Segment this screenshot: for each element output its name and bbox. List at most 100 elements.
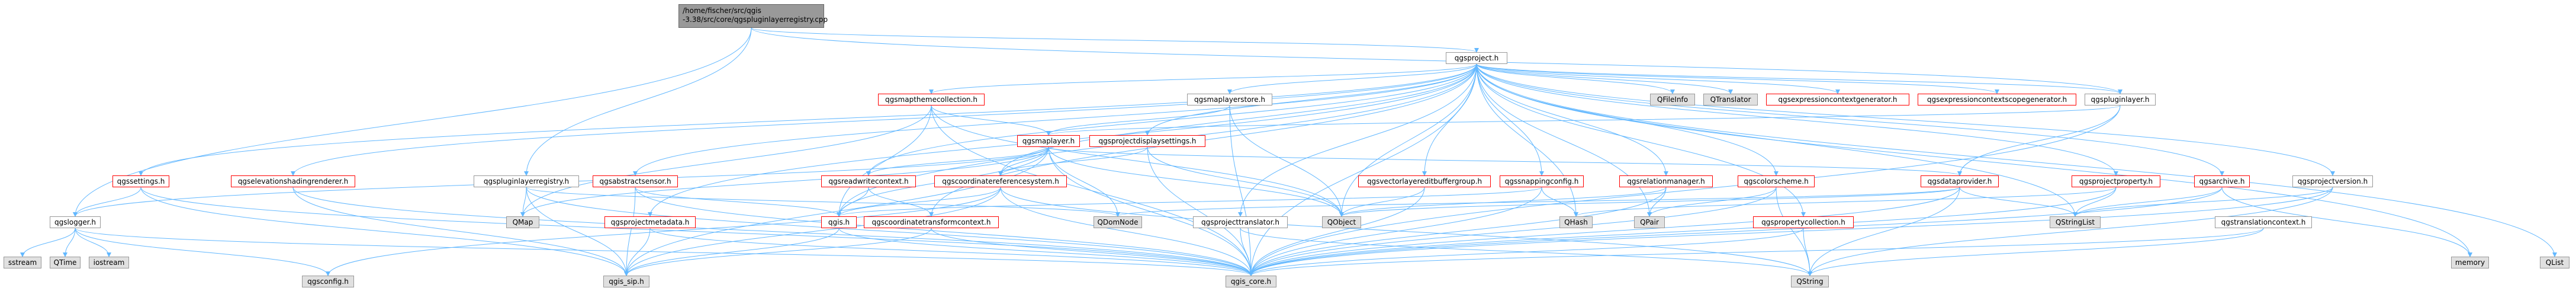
node-qgspropertycollection-h[interactable]: qgspropertycollection.h (1753, 216, 1854, 228)
edge-qgscolorscheme_h-to-qpair (1647, 187, 1777, 217)
node-qdomnode[interactable]: QDomNode (1094, 216, 1142, 228)
node-qtranslator[interactable]: QTranslator (1703, 94, 1758, 105)
edge-qgsrelationmanager_h-to-qobject (1339, 187, 1667, 217)
node-qpair[interactable]: QPair (1634, 216, 1665, 228)
edge-qgsmaplayer_h-to-qgis_core_h (1048, 146, 1253, 276)
node-sstream[interactable]: sstream (4, 257, 41, 268)
node-qgis-sip-h[interactable]: qgis_sip.h (603, 276, 649, 287)
edge-qgsvectorlayereditbuffergroup_h-to-qobject (1339, 187, 1425, 217)
node-qgsabstractsensor-h[interactable]: qgsabstractsensor.h (593, 175, 678, 187)
edge-qgsprojectproperty_h-to-qhash (1574, 187, 2117, 217)
edge-qgssettings_h-to-qgis_core_h (140, 187, 1253, 276)
node-qgsproject-h[interactable]: qgsproject.h (1446, 52, 1507, 64)
node-qhash[interactable]: QHash (1559, 216, 1593, 228)
node-qgstranslationcontext-h[interactable]: qgstranslationcontext.h (2215, 216, 2312, 228)
node-qgsarchive-h[interactable]: qgsarchive.h (2194, 175, 2250, 187)
node-qgssnappingconfig-h[interactable]: qgssnappingconfig.h (1500, 175, 1584, 187)
edge-qgsproject_h-to-qgsexpressioncontextscopegenerator_h (1476, 63, 1999, 94)
edge-qgsreadwritecontext_h-to-qgscoordinatetransformcontext_h (868, 187, 934, 217)
edge-qgsmaplayer_h-to-qgsreadwritecontext_h (866, 146, 1049, 176)
edge-qgscoordinatereferencesystem_h-to-qgis_h (837, 187, 1001, 217)
edge-qgsproject_h-to-qstringlist (1476, 63, 2077, 217)
node-qobject[interactable]: QObject (1322, 216, 1361, 228)
edge-qgsarchive_h-to-qstringlist (2073, 187, 2223, 217)
edge-root-to-qgslogger_h (73, 27, 752, 217)
edge-qgsdataprovider_h-to-qgis_core_h (1249, 187, 1960, 276)
edge-qgsproject_h-to-qtranslator (1476, 63, 1733, 94)
edge-qgsproject_h-to-qgsprojectversion_h (1476, 63, 2335, 176)
node-qstringlist[interactable]: QStringList (2050, 216, 2101, 228)
edge-root-to-qgspluginlayerregistry_h (524, 27, 752, 176)
edge-qgslogger_h-to-qtime (63, 228, 76, 257)
edge-qgselevationshadingrenderer_h-to-qgis_core_h (292, 187, 1253, 276)
node-qgsconfig-h[interactable]: qgsconfig.h (302, 276, 354, 287)
node-qgspluginlayerregistry-h[interactable]: qgspluginlayerregistry.h (474, 175, 579, 187)
node-qgslogger-h[interactable]: qgslogger.h (50, 216, 101, 228)
edge-qgspropertycollection_h-to-qstring (1803, 228, 1812, 276)
edge-qgspropertycollection_h-to-qgis_core_h (1249, 228, 1804, 276)
edge-qgselevationshadingrenderer_h-to-qgis_sip_h (292, 187, 629, 276)
node-qgsprojectmetadata-h[interactable]: qgsprojectmetadata.h (604, 216, 696, 228)
node-qgscoordinatereferencesystem-h[interactable]: qgscoordinatereferencesystem.h (934, 175, 1067, 187)
node-qgsprojectdisplaysettings-h[interactable]: qgsprojectdisplaysettings.h (1089, 135, 1205, 147)
edge-qgsprojecttranslator_h-to-qgis_core_h (1240, 228, 1253, 276)
edge-qgsmaplayer_h-to-qgsdataprovider_h (1048, 146, 1962, 176)
node-qgssettings-h[interactable]: qgssettings.h (112, 175, 169, 187)
node-qgselevationshadingrenderer-h[interactable]: qgselevationshadingrenderer.h (231, 175, 355, 187)
node-qgspluginlayer-h[interactable]: qgspluginlayer.h (2085, 94, 2156, 105)
edge-qgstranslationcontext_h-to-qstring (1808, 228, 2264, 276)
node-qgscoordinatetransformcontext-h[interactable]: qgscoordinatetransformcontext.h (864, 216, 999, 228)
node-iostream[interactable]: iostream (89, 257, 129, 268)
edge-qgsproject_h-to-qpair (1476, 63, 1652, 217)
edge-qgspluginlayerregistry_h-to-qdomnode (526, 187, 1120, 217)
node-qgscolorscheme-h[interactable]: qgscolorscheme.h (1738, 175, 1815, 187)
edge-qgsproject_h-to-qgssnappingconfig_h (1476, 63, 1544, 176)
node-qgsrelationmanager-h[interactable]: qgsrelationmanager.h (1619, 175, 1713, 187)
node-qgsmaplayer-h[interactable]: qgsmaplayer.h (1017, 135, 1080, 147)
edge-qgsdataprovider_h-to-qstringlist (1959, 187, 2077, 217)
node-qgsdataprovider-h[interactable]: qgsdataprovider.h (1921, 175, 1999, 187)
node-qtime[interactable]: QTime (50, 257, 81, 268)
edge-qgsproject_h-to-qgsexpressioncontextgenerator_h (1476, 63, 1840, 94)
node-qgsmaplayerstore-h[interactable]: qgsmaplayerstore.h (1187, 94, 1272, 105)
edge-qgscoordinatereferencesystem_h-to-qgis_core_h (1000, 187, 1253, 276)
edge-qgspluginlayer_h-to-qgsmaplayer_h (1046, 105, 2121, 136)
edge-qgsproject_h-to-qgsmaplayerstore_h (1227, 63, 1477, 94)
node-qgsexpressioncontextgenerator-h[interactable]: qgsexpressioncontextgenerator.h (1766, 94, 1909, 105)
edge-qgsabstractsensor_h-to-qgis_sip_h (624, 187, 636, 276)
node-qgis-h[interactable]: qgis.h (821, 216, 857, 228)
edge-qgsproject_h-to-qhash (1476, 63, 1578, 217)
node-qgsprojectversion-h[interactable]: qgsprojectversion.h (2292, 175, 2373, 187)
node-qgsprojecttranslator-h[interactable]: qgsprojecttranslator.h (1193, 216, 1288, 228)
node-memory[interactable]: memory (2451, 257, 2489, 268)
node-qlist[interactable]: QList (2540, 257, 2569, 268)
edge-qgsproject_h-to-qgsmapthemecollection_h (929, 63, 1477, 94)
edge-qgsmaplayer_h-to-qmap (520, 146, 1049, 217)
edge-qgsproject_h-to-qgsarchive_h (1476, 63, 2224, 176)
edge-qgscolorscheme_h-to-qgis_core_h (1249, 187, 1777, 276)
edge-qgslogger_h-to-qgis_core_h (75, 228, 1253, 276)
node-qgsexpressioncontextscopegenerator-h[interactable]: qgsexpressioncontextscopegenerator.h (1918, 94, 2076, 105)
edge-root-to-qgsproject_h (751, 27, 1479, 53)
edge-qgsproject_h-to-qgspluginlayer_h (1476, 63, 2122, 94)
edge-qgsmapthemecollection_h-to-qobject (931, 105, 1344, 217)
edge-qgsmapthemecollection_h-to-qgis_h (837, 105, 932, 217)
edge-qgsvectorlayereditbuffergroup_h-to-qgis_core_h (1249, 187, 1425, 276)
node-qgsmapthemecollection-h[interactable]: qgsmapthemecollection.h (878, 94, 985, 105)
node-qmap[interactable]: QMap (506, 216, 539, 228)
node-qstring[interactable]: QString (1791, 276, 1829, 287)
edge-qgsmaplayer_h-to-qdomnode (1048, 146, 1120, 217)
node-qgsreadwritecontext-h[interactable]: qgsreadwritecontext.h (821, 175, 916, 187)
edge-qgsproject_h-to-qgsprojecttranslator_h (1238, 63, 1477, 217)
root-file-node[interactable]: /home/fischer/src/qgis -3.38/src/core/qg… (678, 4, 828, 28)
node-qgsprojectproperty-h[interactable]: qgsprojectproperty.h (2072, 175, 2160, 187)
edge-qgsproject_h-to-qgssettings_h (139, 63, 1477, 176)
edge-qgstranslationcontext_h-to-qgis_core_h (1249, 228, 2264, 276)
edge-qgscoordinatereferencesystem_h-to-qstring (1000, 187, 1812, 276)
node-qfileinfo[interactable]: QFileInfo (1650, 94, 1695, 105)
node-qgsvectorlayereditbuffergroup-h[interactable]: qgsvectorlayereditbuffergroup.h (1358, 175, 1491, 187)
edge-qgsproject_h-to-qgscoordinatereferencesystem_h (998, 63, 1477, 176)
edge-qgsprojectdisplaysettings_h-to-qgis_core_h (1147, 146, 1253, 276)
node-qgis-core-h[interactable]: qgis_core.h (1226, 276, 1276, 287)
